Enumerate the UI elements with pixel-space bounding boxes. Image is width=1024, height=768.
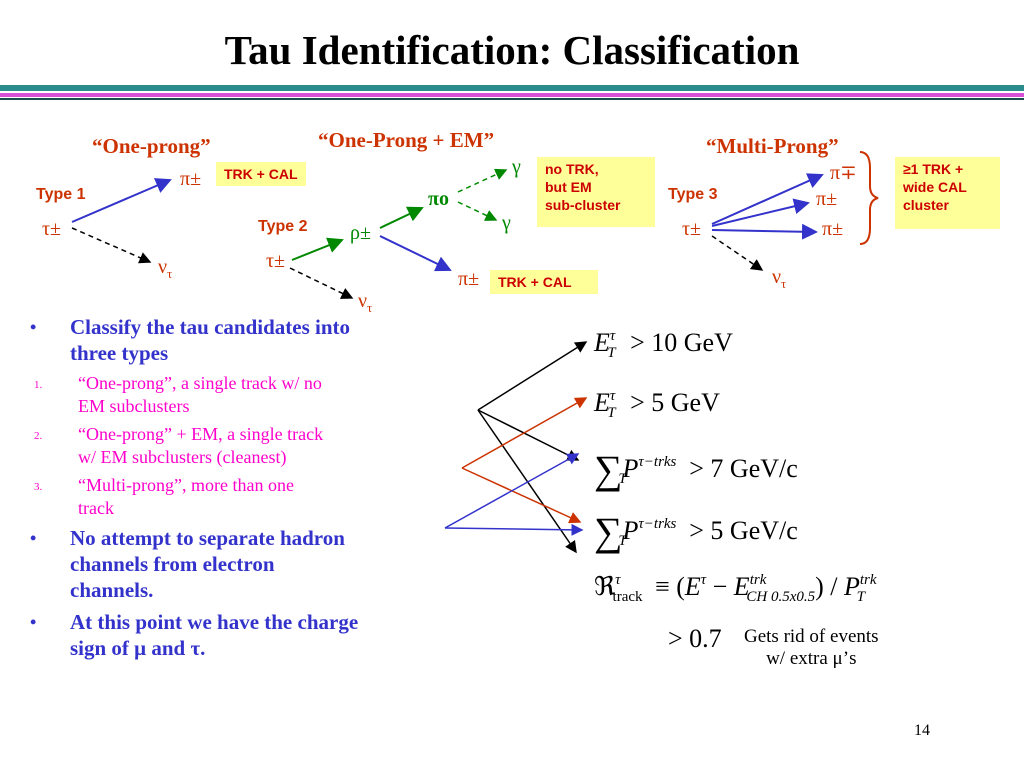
type2-em-box-line1: no TRK,: [545, 161, 599, 177]
sub-item-3: 3. “Multi-prong”, more than one track: [0, 474, 470, 520]
cut-pt-5: ∑Pτ−trksT > 5 GeV/c: [594, 509, 798, 554]
type2-pi: π±: [458, 268, 480, 290]
bullet-dot: •: [30, 612, 37, 632]
one-prong-em-label: “One-Prong + EM”: [318, 128, 495, 152]
type1-box: TRK + CAL: [216, 162, 306, 186]
type1-label: Type 1: [36, 186, 86, 203]
sub-item-2: 2. “One-prong” + EM, a single track w/ E…: [0, 423, 470, 469]
sub-item-3-line2: track: [78, 498, 114, 518]
type1-pi: π±: [180, 168, 202, 190]
sub-item-2-line2: w/ EM subclusters (cleanest): [78, 447, 287, 467]
type2-label: Type 2: [258, 218, 308, 235]
cut-track-threshold: > 0.7: [668, 624, 722, 653]
type2-nu: ντ: [358, 290, 373, 315]
type3-box: ≥1 TRK + wide CAL cluster: [895, 157, 1000, 229]
type3-tau: τ±: [682, 218, 702, 240]
type2-tau: τ±: [266, 250, 286, 272]
bullet-no-attempt-line1: No attempt to separate hadron: [70, 526, 345, 550]
bullet-classify: • Classify the tau candidates into three…: [30, 314, 470, 366]
note-line1: Gets rid of events: [744, 626, 879, 647]
cut-et-10: EτT > 10 GeV: [594, 328, 733, 361]
title-rule-pink: [0, 93, 1024, 97]
type2-gamma1-line: [457, 168, 508, 193]
type3-box-line2: wide CAL: [903, 179, 967, 195]
sub-item-1: 1. “One-prong”, a single track w/ no EM …: [0, 372, 470, 418]
type3-pi1: π∓: [830, 162, 857, 184]
title-rule-dark: [0, 98, 1024, 100]
type1-nu: ντ: [158, 256, 173, 281]
page-number: 14: [914, 722, 930, 739]
type3-pi2-line: [711, 198, 810, 227]
map-arrow-black-3: [477, 409, 577, 554]
sub-item-1-num: 1.: [34, 379, 43, 391]
type3-pi3-line: [711, 223, 818, 240]
bullet-no-attempt: • No attempt to separate hadron channels…: [30, 525, 470, 603]
sub-item-1-line2: EM subclusters: [78, 396, 190, 416]
sub-item-2-line1: “One-prong” + EM, a single track: [78, 424, 324, 444]
one-prong-label: “One-prong”: [92, 134, 211, 158]
type2-gamma2-line: [457, 201, 498, 221]
title-rule-teal: [0, 85, 1024, 91]
type2-em-box-line3: sub-cluster: [545, 197, 621, 213]
type2-em-box-line2: but EM: [545, 179, 592, 195]
type2-pi0: πo: [428, 188, 449, 210]
type2-pi-line: [379, 235, 452, 272]
bullet-no-attempt-line2: channels from electron: [70, 552, 275, 576]
bullet-classify-line2: three types: [70, 341, 169, 365]
type2-pi0-line: [379, 206, 424, 229]
bullet-list: • Classify the tau candidates into three…: [30, 314, 470, 667]
bullet-dot: •: [30, 317, 37, 337]
page-title: Tau Identification: Classification: [224, 27, 800, 73]
cut-track-ratio: ℜτtrack ≡ (Eτ − EtrkCH 0.5x0.5) / PtrkT: [594, 572, 877, 605]
type3-box-line1: ≥1 TRK +: [903, 161, 964, 177]
note-line2: w/ extra μ’s: [766, 648, 857, 669]
bullet-charge-sign: • At this point we have the charge sign …: [30, 609, 470, 661]
bullet-charge-line1: At this point we have the charge: [70, 610, 359, 634]
bullet-classify-line1: Classify the tau candidates into: [70, 315, 351, 339]
type3-brace: [859, 151, 879, 245]
type3-nu-line: [711, 235, 764, 271]
type2-trk-box: TRK + CAL: [490, 270, 598, 294]
type3-label: Type 3: [668, 186, 718, 203]
type3-pi2: π±: [816, 188, 838, 210]
sub-item-2-num: 2.: [34, 430, 43, 442]
type3-nu: ντ: [772, 266, 787, 291]
sub-item-1-line1: “One-prong”, a single track w/ no: [78, 373, 322, 393]
type3-pi1-line: [711, 173, 824, 225]
cut-et-5: EτT > 5 GeV: [594, 388, 720, 421]
type1-tau: τ±: [42, 218, 62, 240]
map-arrow-blue-2: [444, 523, 584, 536]
bullet-charge-line2: sign of μ and τ.: [70, 636, 206, 660]
map-arrow-orange-2: [461, 467, 582, 524]
multi-prong-label: “Multi-Prong”: [706, 134, 839, 158]
type1-nu-line: [71, 227, 152, 264]
map-arrow-black-1: [477, 341, 588, 411]
bullet-no-attempt-line3: channels.: [70, 578, 154, 602]
sub-item-3-line1: “Multi-prong”, more than one: [78, 475, 294, 495]
type3-pi3: π±: [822, 218, 844, 240]
map-arrow-orange-1: [461, 397, 588, 469]
type2-rho: ρ±: [350, 222, 371, 244]
type1-pi-line: [71, 178, 172, 223]
map-arrow-blue-1: [444, 453, 580, 529]
type2-nu-line: [289, 267, 354, 299]
bullet-dot: •: [30, 528, 37, 548]
type2-em-box: no TRK, but EM sub-cluster: [537, 157, 655, 227]
cut-pt-7: ∑Pτ−trksT > 7 GeV/c: [594, 447, 798, 492]
note-extra-muons: Gets rid of events w/ extra μ’s: [744, 626, 879, 670]
type3-box-line3: cluster: [903, 197, 949, 213]
type2-gamma1: γ: [512, 156, 521, 178]
sub-item-3-num: 3.: [34, 481, 43, 493]
type2-rho-line: [291, 237, 344, 261]
type2-gamma2: γ: [502, 212, 511, 234]
map-arrow-black-2: [477, 409, 580, 461]
